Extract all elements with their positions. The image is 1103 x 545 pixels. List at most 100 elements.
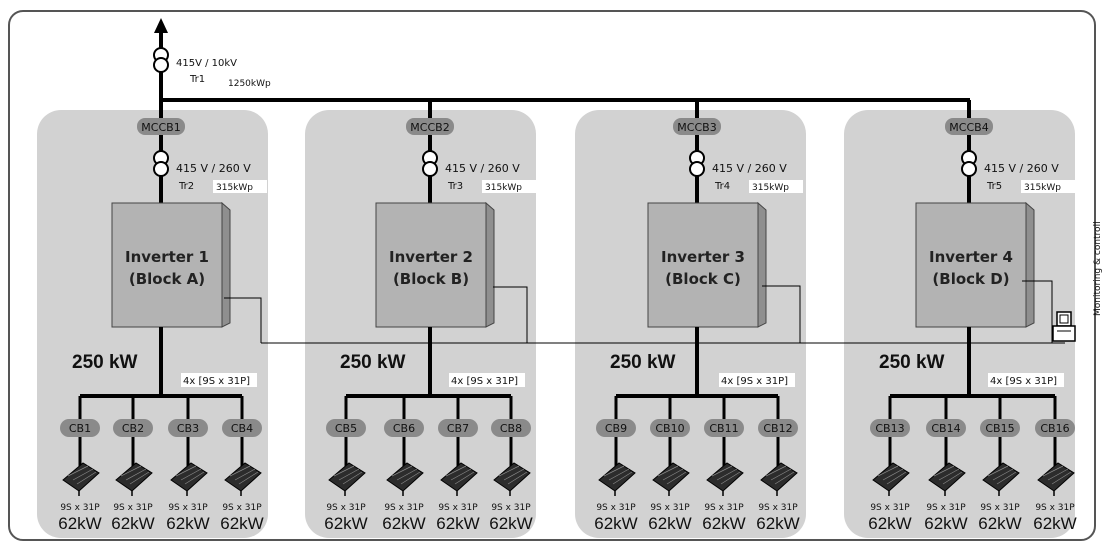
combiner-box (222, 419, 262, 437)
combiner-box (326, 419, 366, 437)
rating-label-box (224, 76, 286, 89)
string-config-label: 9S x 31P (758, 503, 798, 513)
combiner-label: CB13 (875, 422, 904, 435)
grid-rating: 1250kWp (228, 79, 271, 89)
combiner-label: CB7 (447, 422, 469, 435)
transformer-id: Tr3 (447, 181, 463, 192)
transformer-rating: 315kWp (485, 183, 522, 193)
string-config-label: 9S x 31P (491, 503, 531, 513)
combiner-power: 62kW (436, 514, 479, 533)
monitoring-network: Monitoring & controll (261, 221, 1103, 344)
mccb-breaker (406, 118, 454, 135)
combiner-label: CB1 (69, 422, 91, 435)
solar-panel-icon (493, 462, 531, 496)
rating-label-box (1021, 180, 1075, 193)
solar-panel-icon (760, 462, 798, 496)
combiner-power: 62kW (868, 514, 911, 533)
combiner-box (596, 419, 636, 437)
grid-transformer-id: Tr1 (189, 74, 205, 85)
combiner-power: 62kW (924, 514, 967, 533)
grid-export-arrow-icon (154, 18, 168, 33)
inverter-block-id: (Block A) (129, 270, 205, 288)
combiner-power: 62kW (220, 514, 263, 533)
combiner-box (870, 419, 910, 437)
string-config-label: 9S x 31P (870, 503, 910, 513)
string-config-box (719, 373, 795, 387)
rating-label-box (213, 180, 267, 193)
solar-panel-icon (1037, 462, 1075, 496)
combiner-box (113, 419, 153, 437)
combiner-label: CB5 (335, 422, 357, 435)
combiner-label: CB11 (709, 422, 738, 435)
string-config-label: 9S x 31P (113, 503, 153, 513)
monitoring-link-line (224, 297, 262, 343)
combiner-box (758, 419, 798, 437)
solar-panel-icon (170, 462, 208, 496)
combiner-power: 62kW (978, 514, 1021, 533)
combiner-power: 62kW (111, 514, 154, 533)
block-power: 250 kW (340, 352, 406, 373)
transformer-label: 415 V / 260 V (176, 162, 251, 175)
combiner-power: 62kW (702, 514, 745, 533)
combiner-power: 62kW (324, 514, 367, 533)
transformer-rating: 315kWp (752, 183, 789, 193)
monitoring-computer-icon (1052, 311, 1076, 342)
grid-connection: 415V / 10kV Tr1 1250kWp (153, 18, 970, 102)
string-config: 4x [9S x 31P] (721, 376, 788, 387)
combiner-label: CB10 (655, 422, 684, 435)
combiner-power: 62kW (58, 514, 101, 533)
transformer-label: 415 V / 260 V (712, 162, 787, 175)
solar-panel-icon (928, 462, 966, 496)
inverter-name: Inverter 4 (929, 248, 1013, 266)
transformer-icon (153, 161, 169, 177)
monitoring-link-line (762, 285, 801, 343)
transformer-label: 415 V / 260 V (445, 162, 520, 175)
string-config-box (181, 373, 257, 387)
combiner-box (491, 419, 531, 437)
combiner-box (168, 419, 208, 437)
mccb-label: MCCB3 (677, 121, 716, 134)
transformer-rating: 315kWp (1024, 183, 1061, 193)
combiner-label: CB6 (393, 422, 415, 435)
inverter-name: Inverter 2 (389, 248, 473, 266)
string-config-label: 9S x 31P (60, 503, 100, 513)
combiner-label: CB16 (1040, 422, 1069, 435)
solar-panel-icon (386, 462, 424, 496)
inverter-block-id: (Block B) (393, 270, 469, 288)
combiner-power: 62kW (166, 514, 209, 533)
mccb-label: MCCB1 (141, 121, 180, 134)
inverter-cabinet (111, 202, 223, 328)
solar-panel-icon (982, 462, 1020, 496)
block-power: 250 kW (72, 352, 138, 373)
solar-panel-icon (440, 462, 478, 496)
mccb-breaker (945, 118, 993, 135)
mccb-label: MCCB2 (410, 121, 449, 134)
inverter-name: Inverter 1 (125, 248, 209, 266)
string-config-label: 9S x 31P (596, 503, 636, 513)
mccb-breaker (137, 118, 185, 135)
rating-label-box (749, 180, 803, 193)
solar-panel-icon (328, 462, 366, 496)
monitoring-link-line (493, 286, 528, 343)
combiner-power: 62kW (594, 514, 637, 533)
mccb-label: MCCB4 (949, 121, 988, 134)
combiner-box (1035, 419, 1075, 437)
string-config-label: 9S x 31P (326, 503, 366, 513)
solar-panel-icon (598, 462, 636, 496)
combiner-label: CB15 (985, 422, 1014, 435)
inverter-block-id: (Block C) (665, 270, 741, 288)
string-config-label: 9S x 31P (222, 503, 262, 513)
